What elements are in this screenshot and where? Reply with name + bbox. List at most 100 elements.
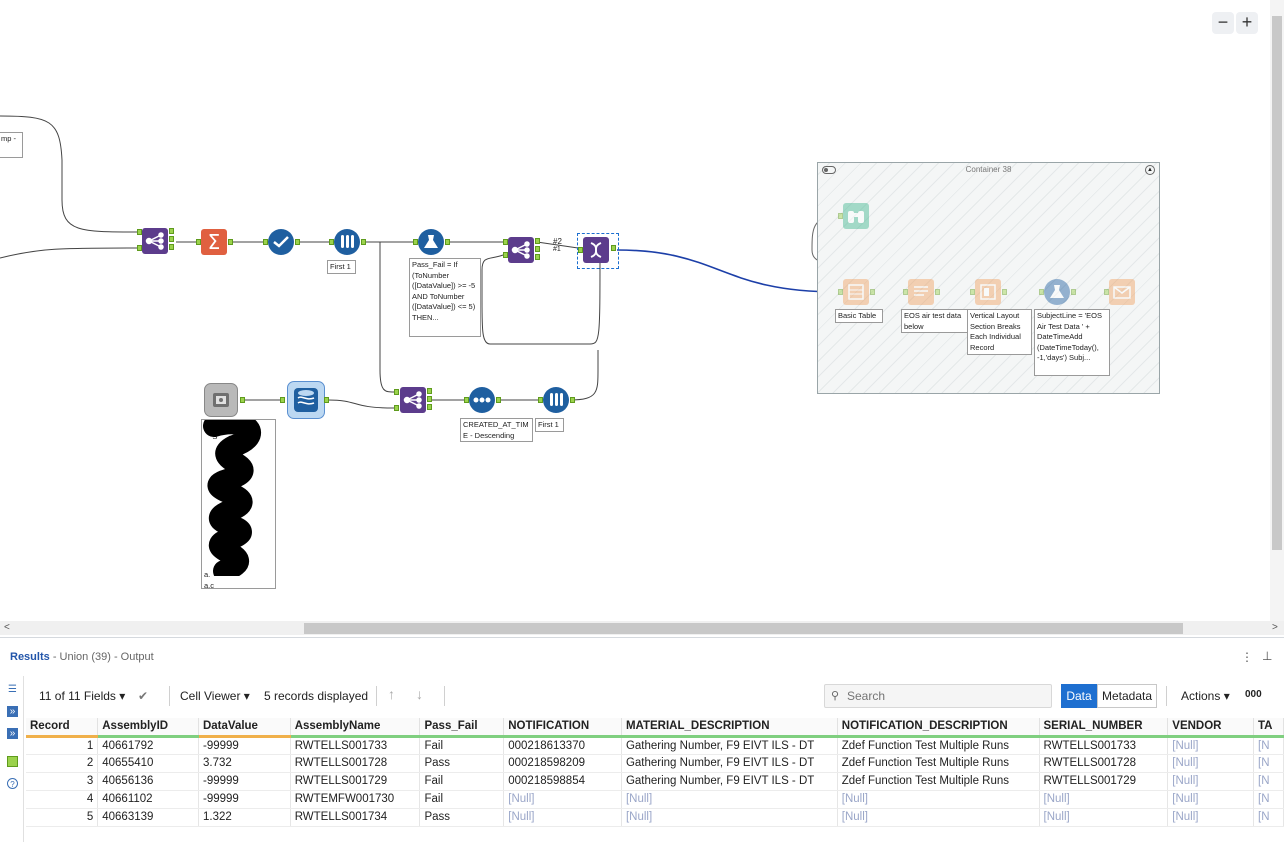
column-header-ta[interactable]: TA — [1253, 718, 1284, 738]
tag-icon[interactable] — [7, 756, 18, 767]
table-cell[interactable]: [Null] — [503, 808, 622, 827]
table-cell[interactable]: RWTELLS001729 — [1039, 772, 1169, 791]
column-header-datavalue[interactable]: DataValue — [198, 718, 291, 738]
table-cell[interactable]: 1 — [26, 736, 99, 755]
table-cell[interactable]: Pass — [419, 754, 505, 773]
table-cell[interactable]: [Null] — [621, 790, 838, 809]
sample-tool[interactable] — [334, 229, 360, 255]
table-cell[interactable]: Zdef Function Test Multiple Runs — [837, 772, 1040, 791]
table-cell[interactable]: [Null] — [621, 808, 838, 827]
table-cell[interactable]: 1.322 — [198, 808, 291, 827]
column-header-assemblyname[interactable]: AssemblyName — [290, 718, 421, 738]
table-cell[interactable]: Zdef Function Test Multiple Runs — [837, 736, 1040, 755]
table-cell[interactable]: 3.732 — [198, 754, 291, 773]
expand-right-icon-2[interactable]: » — [7, 728, 18, 739]
table-cell[interactable]: [Null] — [1167, 790, 1254, 809]
table-cell[interactable]: 000218613370 — [503, 736, 622, 755]
report-text-tool[interactable] — [908, 279, 934, 305]
table-cell[interactable]: 40661792 — [97, 736, 199, 755]
metadata-view-button[interactable]: Metadata — [1097, 684, 1157, 708]
data-view-button[interactable]: Data — [1061, 684, 1097, 708]
table-cell[interactable]: Gathering Number, F9 EIVT ILS - DT — [621, 772, 838, 791]
table-cell[interactable]: 40661102 — [97, 790, 199, 809]
email-tool[interactable] — [1109, 279, 1135, 305]
search-input[interactable] — [847, 689, 1047, 703]
table-cell[interactable]: Gathering Number, F9 EIVT ILS - DT — [621, 754, 838, 773]
zoom-in-button[interactable]: + — [1236, 12, 1258, 34]
table-cell[interactable]: [Null] — [1039, 790, 1169, 809]
table-cell[interactable]: [Null] — [1167, 772, 1254, 791]
cross-tab-tool[interactable] — [583, 237, 609, 263]
summarize-tool[interactable]: Σ — [201, 229, 227, 255]
table-cell[interactable]: 40656136 — [97, 772, 199, 791]
pin-icon[interactable]: ⊥ — [1262, 649, 1273, 663]
more-fields-icon[interactable]: 000 — [1245, 689, 1262, 700]
arrow-up-icon[interactable]: ↑ — [388, 686, 395, 702]
table-cell[interactable]: -99999 — [198, 772, 291, 791]
container-toggle[interactable] — [822, 166, 836, 174]
table-cell[interactable]: [Null] — [837, 790, 1040, 809]
table-cell[interactable]: 000218598854 — [503, 772, 622, 791]
canvas-vertical-scrollbar[interactable] — [1270, 0, 1284, 621]
arrow-down-icon[interactable]: ↓ — [416, 686, 423, 702]
column-header-serial-number[interactable]: SERIAL_NUMBER — [1039, 718, 1169, 738]
sort-tool[interactable] — [469, 387, 495, 413]
table-cell[interactable]: [N — [1253, 808, 1284, 827]
layout-tool[interactable] — [975, 279, 1001, 305]
table-cell[interactable]: Fail — [419, 736, 505, 755]
sample-tool-lower[interactable] — [543, 387, 569, 413]
table-cell[interactable]: RWTELLS001729 — [290, 772, 421, 791]
canvas-horizontal-scrollbar[interactable]: < > — [0, 621, 1284, 635]
column-header-notification[interactable]: NOTIFICATION — [503, 718, 622, 738]
actions-dropdown[interactable]: Actions ▾ — [1181, 689, 1230, 703]
table-cell[interactable]: [N — [1253, 790, 1284, 809]
column-header-vendor[interactable]: VENDOR — [1167, 718, 1254, 738]
zoom-out-button[interactable]: − — [1212, 12, 1234, 34]
table-cell[interactable]: -99999 — [198, 736, 291, 755]
table-cell[interactable]: RWTELLS001734 — [290, 808, 421, 827]
table-cell[interactable]: Fail — [419, 790, 505, 809]
select-tool[interactable] — [268, 229, 294, 255]
cell-viewer-dropdown[interactable]: Cell Viewer ▾ — [180, 689, 250, 703]
workflow-canvas[interactable]: − + mp - Σ First 1 Pass_Fail = If (ToNum… — [0, 0, 1284, 621]
table-cell[interactable]: RWTELLS001728 — [290, 754, 421, 773]
table-cell[interactable]: 40655410 — [97, 754, 199, 773]
table-cell[interactable]: 2 — [26, 754, 99, 773]
table-cell[interactable]: [Null] — [837, 808, 1040, 827]
table-cell[interactable]: [Null] — [503, 790, 622, 809]
table-cell[interactable]: Pass — [419, 808, 505, 827]
search-box[interactable]: ⚲ — [824, 684, 1052, 708]
scroll-left-arrow-icon[interactable]: < — [4, 622, 10, 633]
container-collapse-button[interactable]: ▲ — [1145, 165, 1155, 175]
table-cell[interactable]: 40663139 — [97, 808, 199, 827]
table-cell[interactable]: [N — [1253, 772, 1284, 791]
browse-tool[interactable] — [843, 203, 869, 229]
table-cell[interactable]: -99999 — [198, 790, 291, 809]
table-tool[interactable] — [843, 279, 869, 305]
fields-dropdown[interactable]: 11 of 11 Fields ▾ — [39, 689, 126, 703]
column-header-assemblyid[interactable]: AssemblyID — [97, 718, 199, 738]
table-cell[interactable]: [Null] — [1167, 754, 1254, 773]
table-cell[interactable]: 4 — [26, 790, 99, 809]
table-cell[interactable]: Fail — [419, 772, 505, 791]
column-header-notification-description[interactable]: NOTIFICATION_DESCRIPTION — [837, 718, 1040, 738]
table-cell[interactable]: RWTELLS001733 — [290, 736, 421, 755]
table-cell[interactable]: [Null] — [1167, 808, 1254, 827]
table-cell[interactable]: [Null] — [1039, 808, 1169, 827]
list-icon[interactable]: ☰ — [8, 684, 17, 695]
join-tool-lower[interactable] — [400, 387, 426, 413]
join-tool[interactable] — [142, 228, 168, 254]
table-cell[interactable]: 5 — [26, 808, 99, 827]
table-cell[interactable]: Gathering Number, F9 EIVT ILS - DT — [621, 736, 838, 755]
column-header-record[interactable]: Record — [26, 718, 99, 738]
apply-check-icon[interactable]: ✔ — [138, 689, 149, 703]
table-cell[interactable]: [N — [1253, 736, 1284, 755]
column-header-material-description[interactable]: MATERIAL_DESCRIPTION — [621, 718, 838, 738]
table-cell[interactable]: Zdef Function Test Multiple Runs — [837, 754, 1040, 773]
formula-tool[interactable] — [418, 229, 444, 255]
table-cell[interactable]: RWTEMFW001730 — [290, 790, 421, 809]
